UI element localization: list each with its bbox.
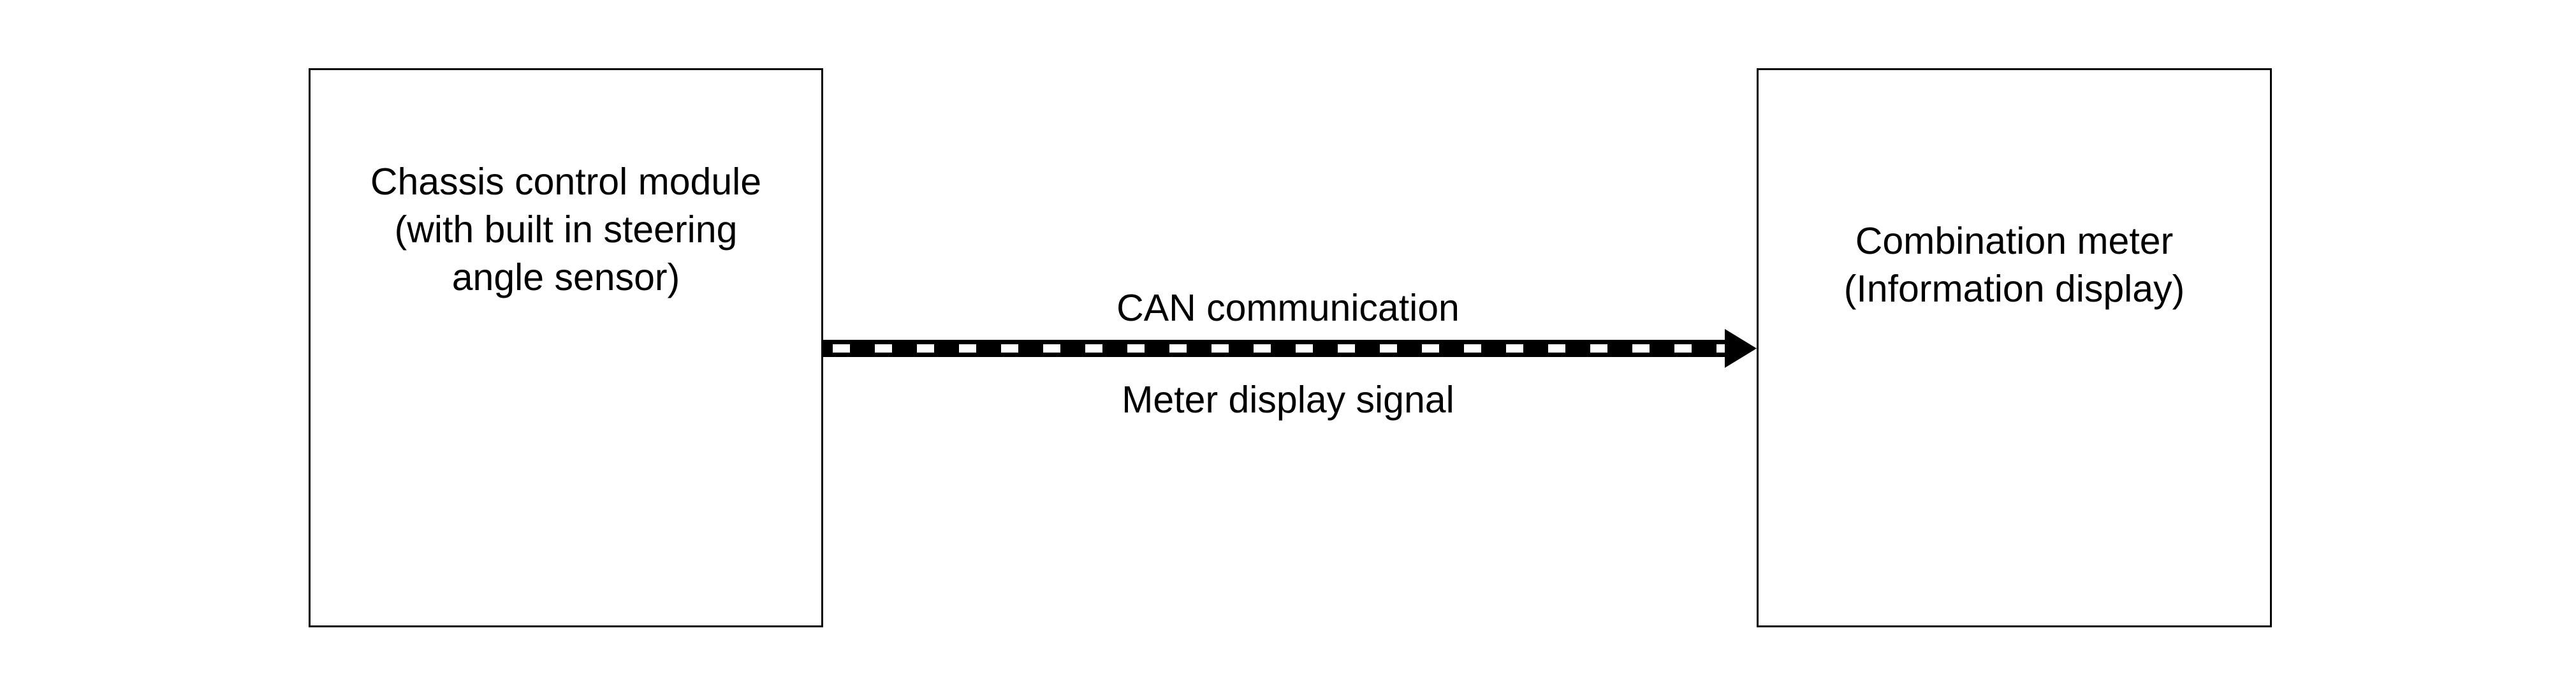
arrow-head-icon xyxy=(1725,329,1757,368)
chassis-control-module-label: Chassis control module (with built in st… xyxy=(370,158,761,302)
right-box-line-2: (Information display) xyxy=(1843,267,2185,310)
combination-meter-label: Combination meter (Information display) xyxy=(1844,217,2185,313)
left-box-line-1: Chassis control module xyxy=(370,161,762,203)
right-box-line-1: Combination meter xyxy=(1855,219,2174,262)
chassis-control-module-box: Chassis control module (with built in st… xyxy=(309,68,823,627)
left-box-line-2: (with built in steering xyxy=(394,208,738,251)
combination-meter-box: Combination meter (Information display) xyxy=(1757,68,2272,627)
meter-display-signal-label: Meter display signal xyxy=(1122,379,1454,421)
left-box-line-3: angle sensor) xyxy=(451,256,680,298)
can-communication-label: CAN communication xyxy=(1116,287,1460,329)
